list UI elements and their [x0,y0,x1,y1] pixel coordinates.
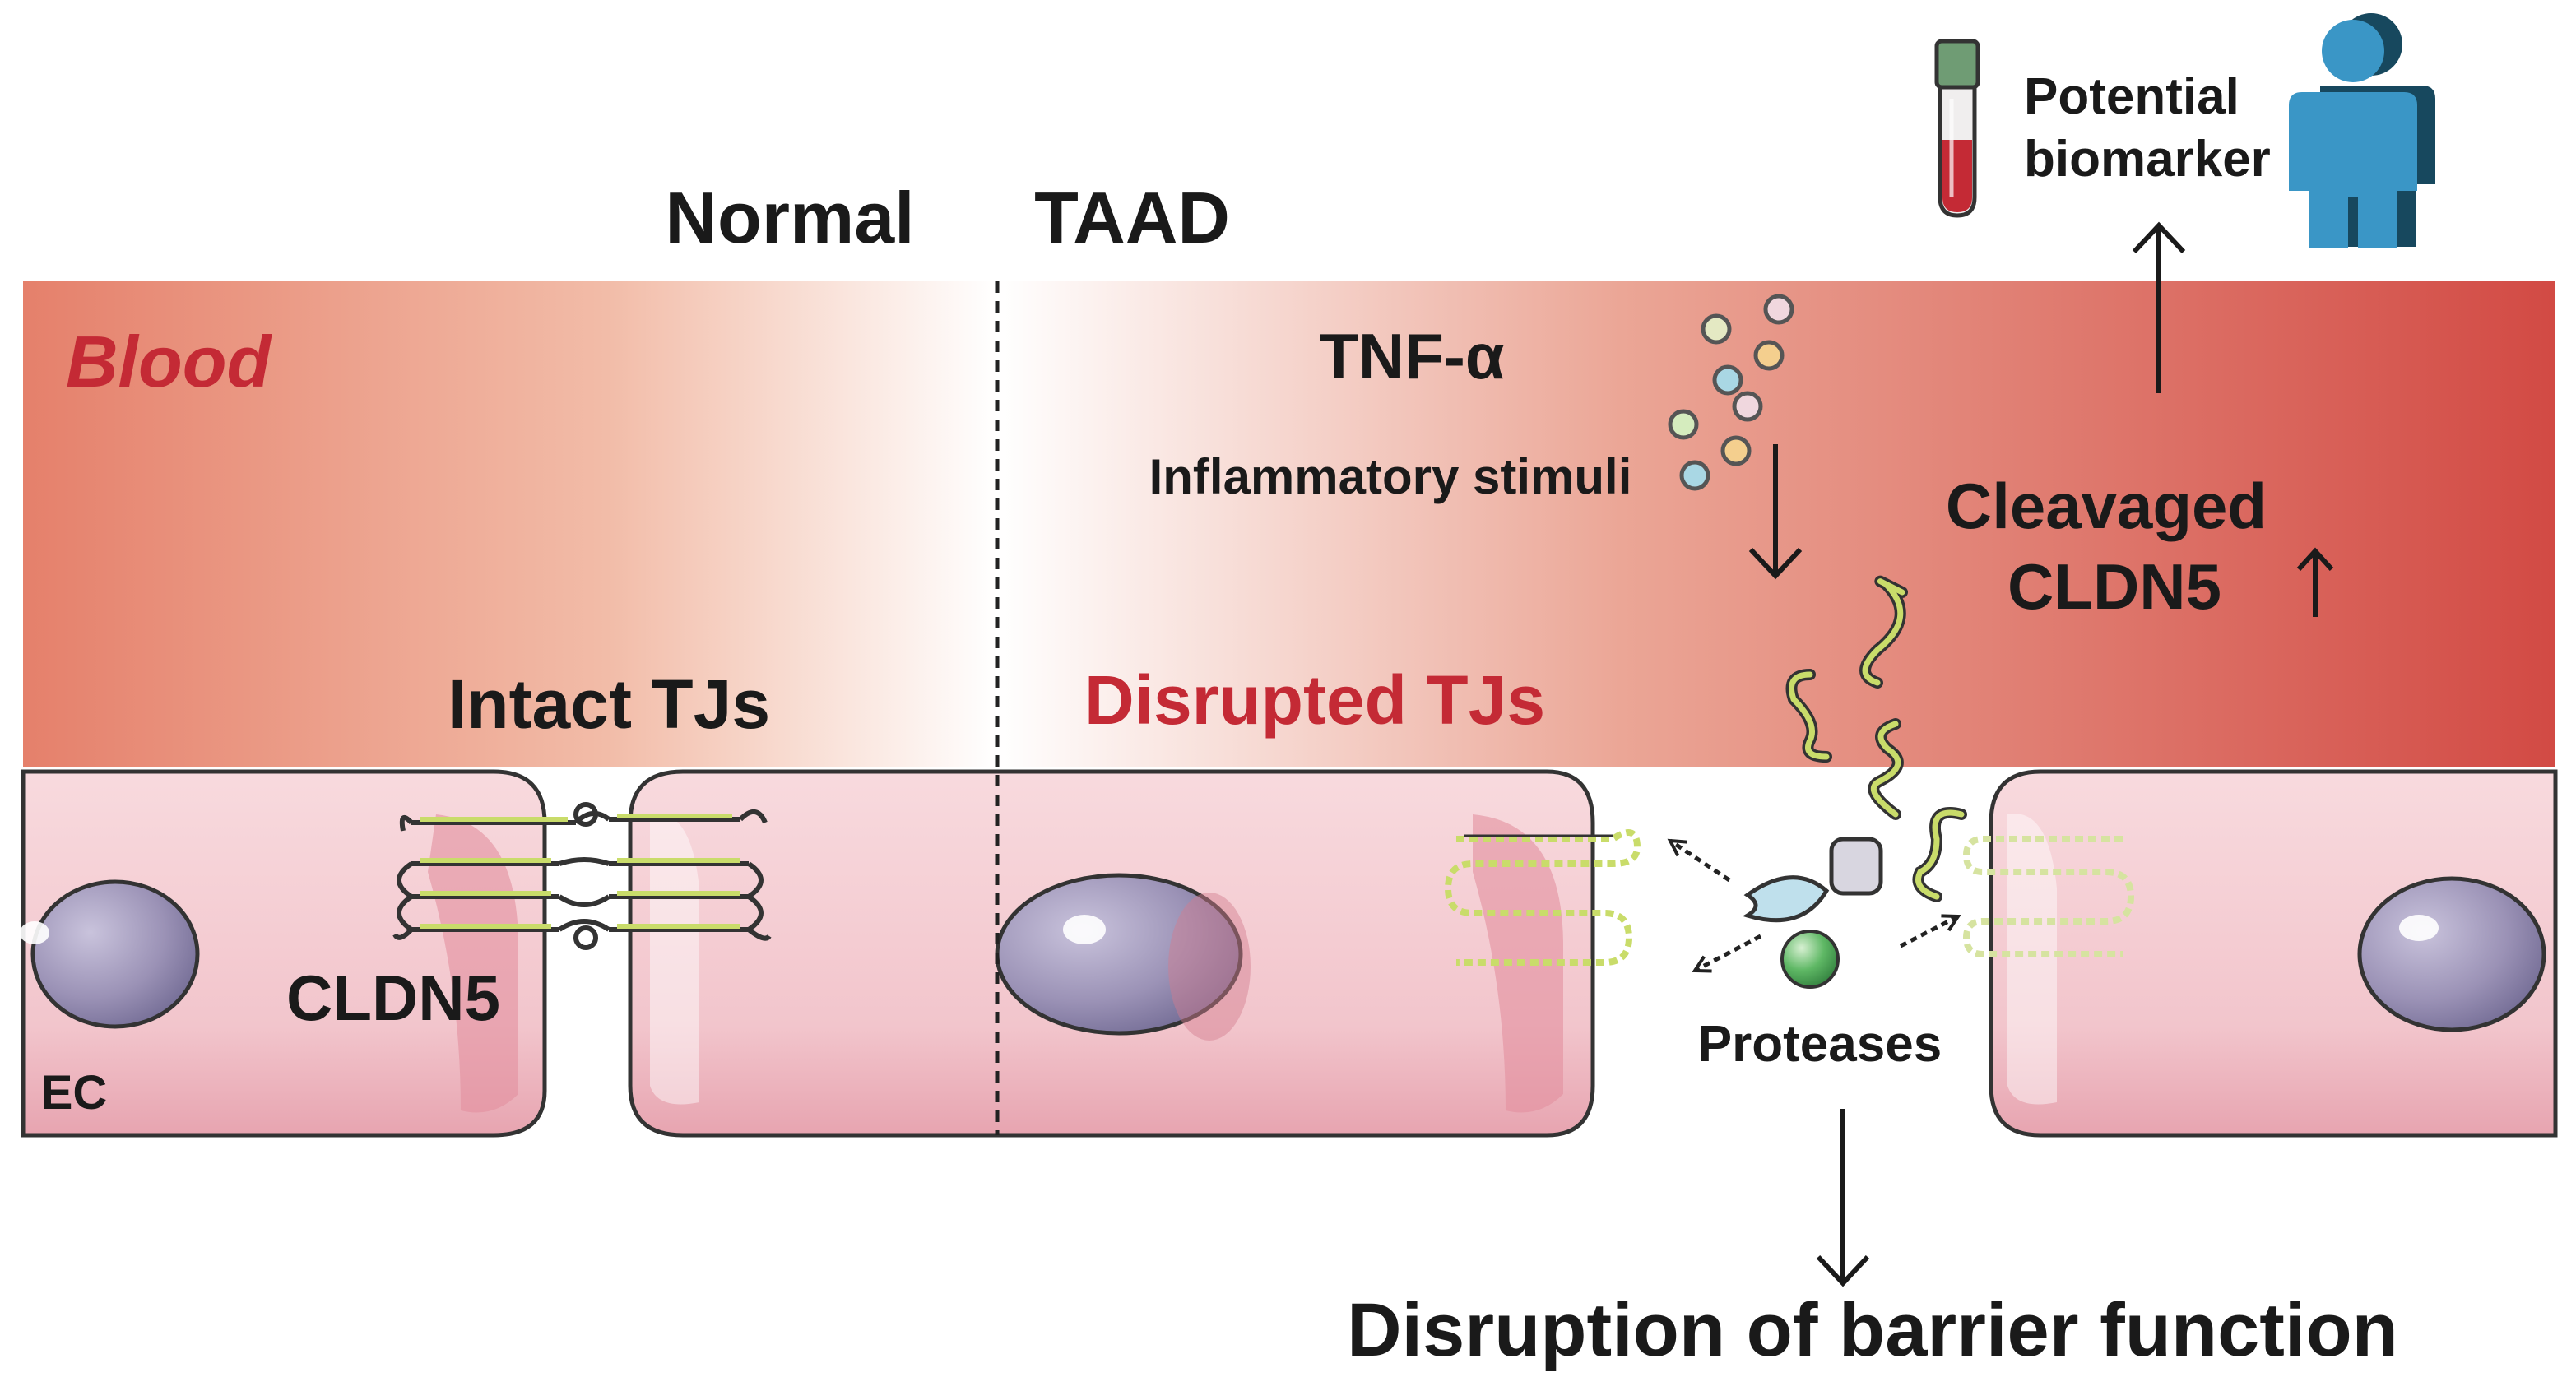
nucleus-icon [30,879,200,1029]
biomarker-label-line2: biomarker [2024,131,2271,188]
increase-arrow [2296,547,2334,617]
endothelial-cell [1989,769,2558,1138]
cytokine-icon [1720,435,1752,466]
blood-label: Blood [66,321,273,402]
protease-molecule-icon [1742,875,1830,923]
cldn5-strand [397,891,764,932]
cleaved-cldn5-label-line2: CLDN5 [2007,550,2221,623]
human-figure-icon [2289,13,2435,248]
disrupted-tj-strands-left [1444,829,1641,966]
cldn5-strand [392,919,772,941]
normal-label: Normal [665,177,914,258]
protease-group [1670,837,1958,989]
cytokine-icon [1668,409,1699,440]
blood-lumen-normal [23,281,997,767]
cldn5-label: CLDN5 [286,962,500,1034]
disrupted-tjs-label: Disrupted TJs [1084,661,1545,739]
intact-tj-strands [392,802,772,950]
cytokine-icon [1763,294,1794,325]
cytokine-particles [1668,294,1794,491]
cytokine-icon [1753,340,1785,371]
endothelial-cell [628,769,1595,1138]
cytokine-icon [1679,460,1710,491]
proteases-label: Proteases [1698,1016,1942,1073]
protease-molecule-icon [1829,837,1883,896]
disruption-arrow [1816,1109,1870,1287]
inflammatory-stimuli-label: Inflammatory stimuli [1149,449,1632,504]
endothelial-cell-layer [20,769,2558,1138]
intact-tjs-label: Intact TJs [448,665,770,743]
stimuli-arrow [1748,444,1803,580]
ec-label: EC [41,1066,108,1120]
disruption-label: Disruption of barrier function [1347,1288,2398,1372]
nucleus-icon [2357,876,2546,1032]
cytokine-icon [1712,364,1743,396]
blood-sample-tube-icon [1934,39,1980,218]
tnf-alpha-label: TNF-α [1319,320,1505,392]
protease-molecule-icon [1780,930,1840,989]
cytokine-icon [1732,391,1763,422]
biomarker-label-line1: Potential [2024,68,2239,125]
cytokine-icon [1701,313,1732,345]
biomarker-arrow [2132,221,2186,393]
taad-label: TAAD [1034,177,1230,258]
cleaved-cldn5-label-line1: Cleavaged [1946,470,2267,542]
cldn5-strand [397,857,764,899]
cldn5-strand [399,809,768,832]
disrupted-tj-strands-right [1962,836,2135,957]
cleaved-cldn5-fragments [1785,575,1967,902]
